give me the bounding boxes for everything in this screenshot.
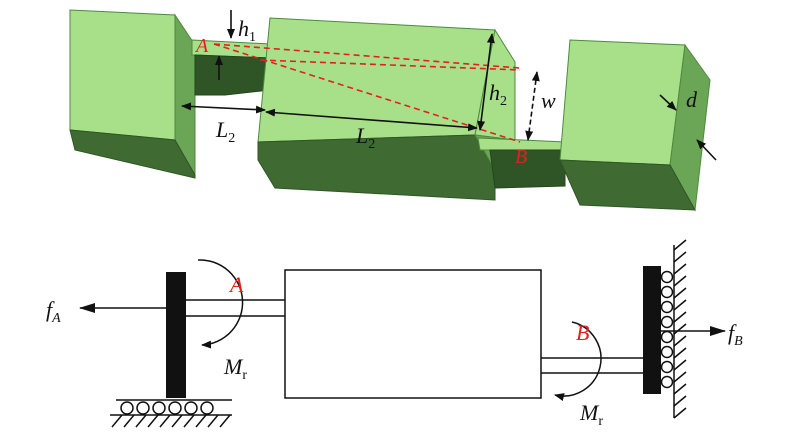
- rigid-body: [284, 269, 542, 399]
- label-A-top: A: [194, 35, 209, 57]
- left-block: [69, 9, 196, 179]
- right-block: [559, 39, 711, 212]
- moment-right-arc: [554, 321, 602, 401]
- label-h1: h1: [238, 16, 256, 45]
- right-roller-support: [660, 239, 687, 419]
- label-fB: fB: [728, 320, 743, 349]
- label-L2-middle: L2: [355, 123, 375, 152]
- label-A-bottom: A: [228, 272, 244, 297]
- middle-block: [257, 17, 516, 201]
- left-roller-support: [110, 399, 232, 428]
- right-hinge: [477, 137, 566, 189]
- label-d: d: [686, 87, 698, 112]
- dimension-arrows: [181, 10, 717, 161]
- left-thin-beam: [186, 299, 285, 317]
- label-B-bottom: B: [576, 320, 589, 345]
- red-dashed-lines: [213, 43, 521, 143]
- left-support-bar: [166, 272, 186, 398]
- label-B-top: B: [515, 146, 527, 168]
- label-L2-left: L2: [215, 117, 235, 146]
- flexure-3d-model: h1 A L2 L2 h2 w d B: [69, 9, 717, 212]
- label-Mr-left: Mr: [223, 354, 247, 383]
- label-fA: fA: [46, 297, 61, 326]
- moment-left-arc: [197, 259, 244, 349]
- label-w: w: [541, 88, 556, 113]
- left-hinge: [191, 39, 271, 96]
- label-Mr-right: Mr: [579, 400, 603, 429]
- right-support-bar: [643, 266, 661, 394]
- label-h2: h2: [489, 80, 507, 109]
- beam-schematic: fA fB A B Mr Mr: [46, 239, 743, 429]
